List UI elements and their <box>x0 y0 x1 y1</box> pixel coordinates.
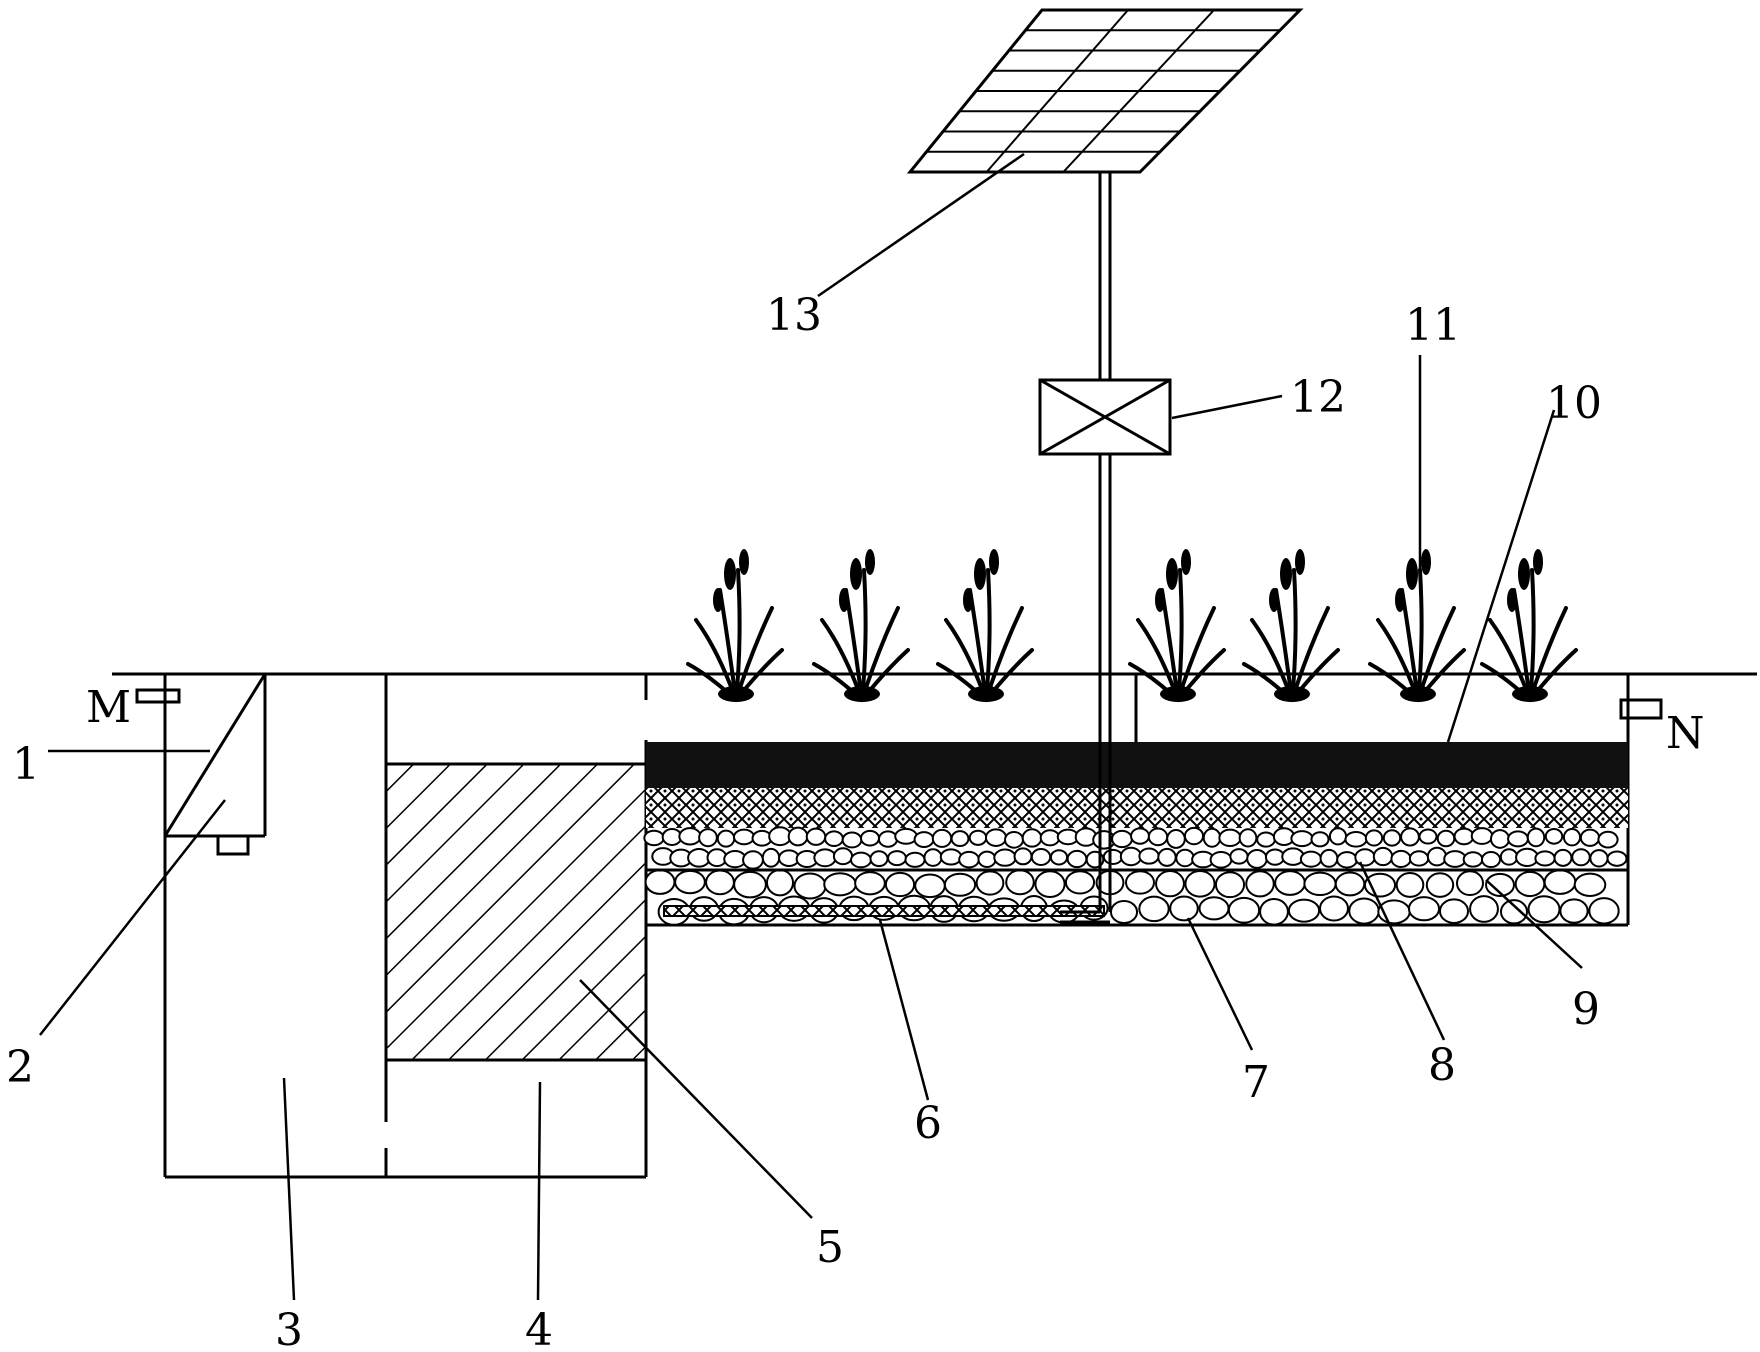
solar-panel <box>906 8 1304 174</box>
label-11: 11 <box>1405 300 1461 351</box>
label-10: 10 <box>1546 378 1602 429</box>
label-13: 13 <box>766 290 822 341</box>
soil-layer <box>646 742 1628 788</box>
label-5: 5 <box>816 1222 844 1273</box>
reed-plant <box>936 549 1034 702</box>
filter-media-block <box>384 762 648 1062</box>
wetland-bed <box>643 674 1630 927</box>
label-2: 2 <box>6 1042 34 1093</box>
label-9: 9 <box>1572 984 1600 1035</box>
inlet-pipe <box>135 688 181 704</box>
reed-plant <box>686 549 784 702</box>
label-1: 1 <box>12 739 40 790</box>
label-4: 4 <box>525 1305 553 1352</box>
label-12: 12 <box>1290 372 1346 423</box>
blower-box <box>1038 378 1172 456</box>
outlet-pipe <box>1619 698 1663 720</box>
label-outlet-n: N <box>1666 708 1705 759</box>
medium-stone-layer <box>643 826 1628 870</box>
reed-plant <box>812 549 910 702</box>
label-8: 8 <box>1428 1040 1456 1091</box>
fine-gravel-layer <box>646 788 1628 828</box>
screen-box <box>163 673 267 856</box>
label-inlet-m: M <box>86 682 131 733</box>
reed-plant <box>1480 549 1578 702</box>
label-6: 6 <box>914 1098 942 1149</box>
label-3: 3 <box>275 1305 303 1352</box>
reed-plant <box>1128 549 1226 702</box>
reed-plant <box>1368 549 1466 702</box>
label-7: 7 <box>1242 1057 1270 1108</box>
aeration-pipe <box>663 905 1105 917</box>
reed-plant <box>1242 549 1340 702</box>
leader-lines <box>39 152 1583 1301</box>
reed-plants <box>686 549 1578 702</box>
